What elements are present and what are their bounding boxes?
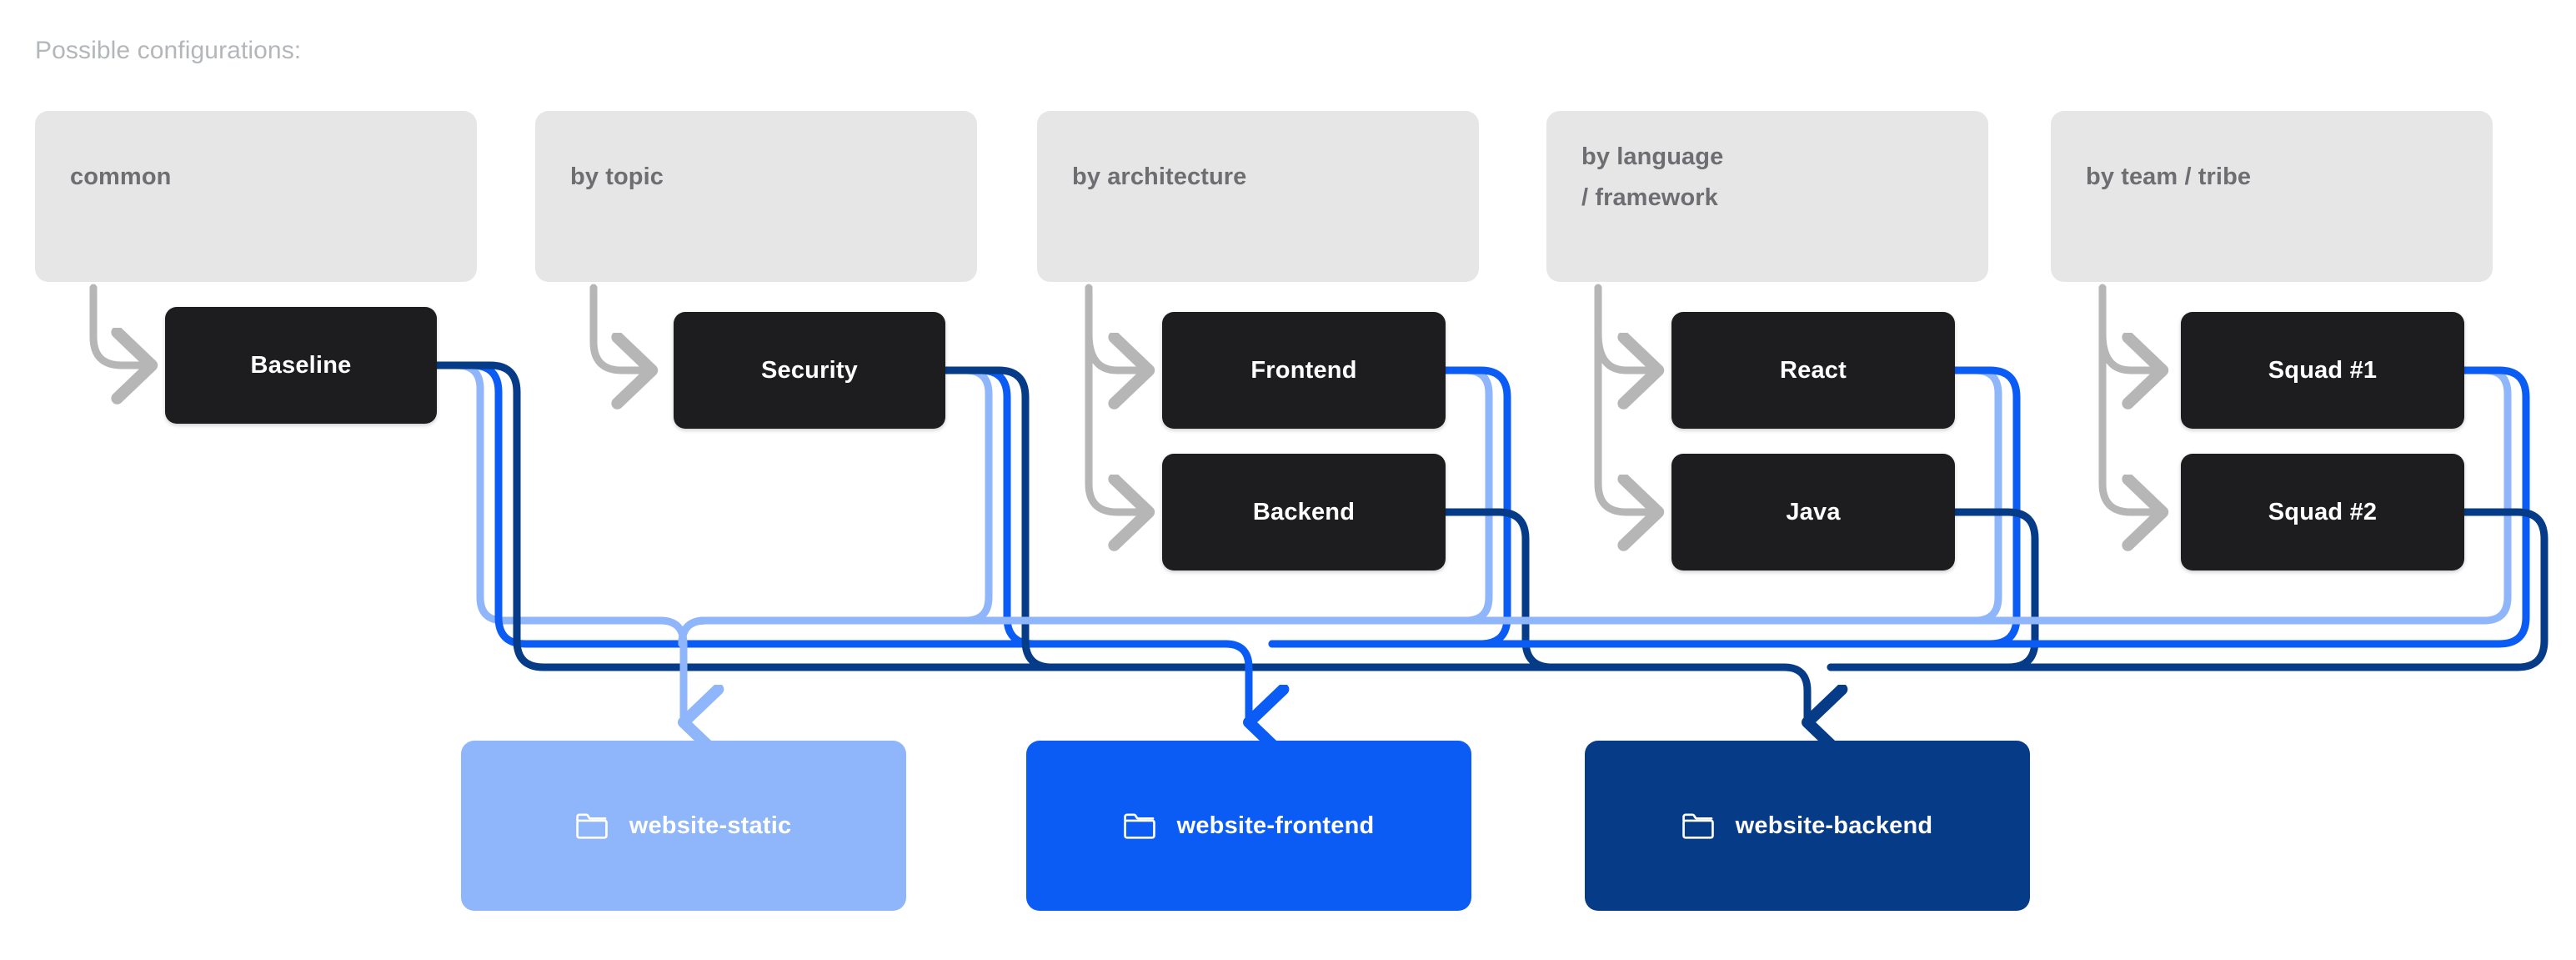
drop-arrow-website-backend	[1780, 663, 1807, 722]
group-card-by-language: by language / framework	[1546, 111, 1988, 282]
node-label-react: React	[1780, 356, 1847, 384]
node-squad-1[interactable]: Squad #1	[2181, 312, 2464, 429]
node-label-baseline: Baseline	[250, 351, 352, 379]
repo-label-website-static: website-static	[629, 812, 792, 839]
folder-icon	[1681, 812, 1714, 840]
wire-baseline-to-static	[433, 361, 664, 625]
node-frontend[interactable]: Frontend	[1162, 312, 1446, 429]
repo-card-website-frontend[interactable]: website-frontend	[1026, 741, 1471, 911]
group-card-by-team-tribe: by team / tribe	[2051, 111, 2493, 282]
folder-icon	[1123, 812, 1155, 840]
folder-icon	[575, 812, 608, 840]
node-react[interactable]: React	[1671, 312, 1955, 429]
gray-connector-by-language	[1594, 284, 1658, 512]
node-label-security: Security	[760, 356, 859, 384]
node-java[interactable]: Java	[1671, 454, 1955, 570]
node-backend[interactable]: Backend	[1162, 454, 1446, 570]
repo-card-website-static[interactable]: website-static	[461, 741, 906, 911]
group-card-by-topic: by topic	[535, 111, 977, 282]
node-label-frontend: Frontend	[1250, 356, 1357, 384]
repo-label-website-frontend: website-frontend	[1176, 812, 1375, 839]
gray-connector-by-topic	[589, 284, 652, 370]
gray-connector-common	[89, 284, 152, 365]
page-title: Possible configurations:	[35, 37, 302, 64]
node-squad-2[interactable]: Squad #2	[2181, 454, 2464, 570]
node-security[interactable]: Security	[674, 312, 945, 429]
drop-arrow-website-frontend	[1221, 640, 1249, 722]
repo-label-website-backend: website-backend	[1735, 812, 1933, 839]
drop-arrow-website-static	[656, 616, 684, 722]
group-card-by-architecture: by architecture	[1037, 111, 1479, 282]
wire-baseline-to-backend	[433, 361, 1788, 671]
group-label-by-team-tribe: by team / tribe	[2086, 163, 2252, 190]
node-label-backend: Backend	[1252, 498, 1356, 525]
gray-connector-by-team-tribe	[2098, 284, 2163, 512]
group-card-common: common	[35, 111, 477, 282]
node-label-java: Java	[1786, 498, 1841, 525]
group-label-by-language: by language / framework	[1581, 143, 1724, 211]
node-label-squad-2: Squad #2	[2268, 498, 2378, 525]
group-label-common: common	[70, 163, 172, 190]
node-label-squad-1: Squad #1	[2268, 356, 2378, 384]
group-label-by-architecture: by architecture	[1072, 163, 1247, 190]
group-label-by-topic: by topic	[570, 163, 664, 190]
gray-connector-by-architecture	[1085, 284, 1149, 512]
node-baseline[interactable]: Baseline	[165, 307, 437, 424]
repo-card-website-backend[interactable]: website-backend	[1585, 741, 2030, 911]
